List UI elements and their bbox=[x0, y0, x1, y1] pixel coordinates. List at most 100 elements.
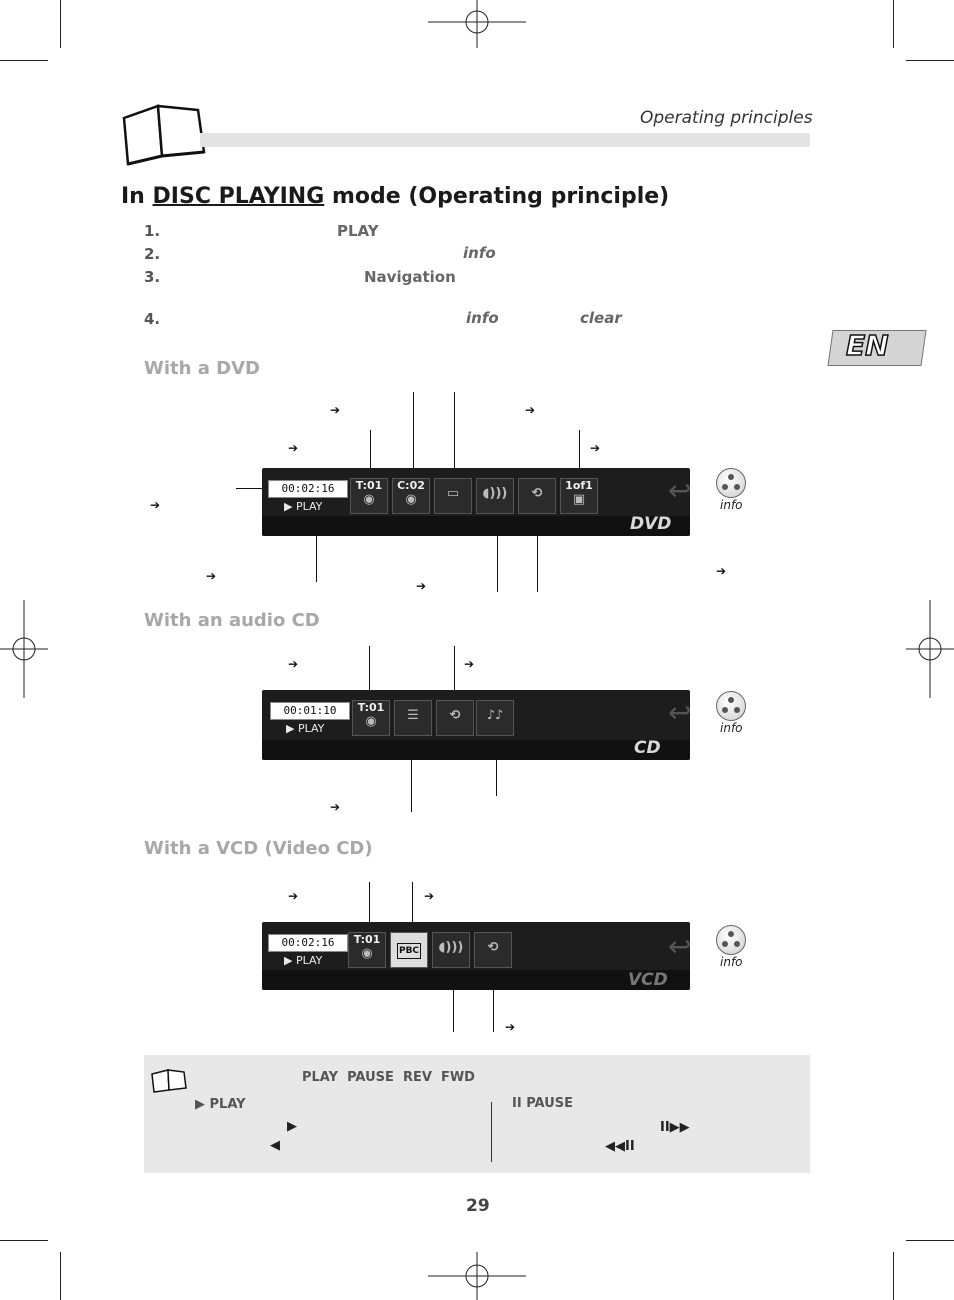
osd-strip bbox=[262, 970, 690, 990]
crop-mark bbox=[0, 60, 48, 61]
callout-line bbox=[496, 736, 497, 796]
callout-line bbox=[497, 514, 498, 592]
step-reverse-glyph: ◀◀II bbox=[605, 1139, 635, 1154]
info-button-icon[interactable] bbox=[716, 925, 746, 955]
section-cd-title: With an audio CD bbox=[144, 610, 320, 631]
step-1-number: 1. bbox=[144, 222, 161, 240]
callout-line bbox=[369, 646, 370, 692]
arrow-right-icon: ➔ bbox=[288, 889, 299, 903]
curved-arrow-icon: ↩ bbox=[668, 930, 692, 963]
section-vcd-title: With a VCD (Video CD) bbox=[144, 838, 373, 859]
cd-osd-panel: 00:01:10 ▶ PLAY T:01◉ ☰ ⟲ ♪♪ CD bbox=[262, 690, 690, 760]
step-4-keyword: info bbox=[466, 309, 499, 327]
music-icon[interactable]: ♪♪ bbox=[476, 700, 514, 736]
step-2-number: 2. bbox=[144, 245, 161, 263]
play-status: ▶ PLAY bbox=[286, 722, 325, 735]
registration-mark-right bbox=[906, 600, 954, 698]
callout-line bbox=[454, 646, 455, 692]
angle-icon[interactable]: 1of1▣ bbox=[560, 478, 598, 514]
rev-glyph: ◀ bbox=[270, 1138, 280, 1153]
callout-line bbox=[370, 430, 371, 470]
section-header: Operating principles bbox=[640, 108, 813, 128]
vcd-osd-panel: 00:02:16 ▶ PLAY T:01◉ PBC ◖))) ⟲ VCD bbox=[262, 922, 690, 990]
dvd-logo: DVD bbox=[630, 514, 672, 534]
step-1-keyword: PLAY bbox=[337, 222, 379, 240]
info-label: info bbox=[720, 721, 743, 735]
crop-mark bbox=[906, 1240, 954, 1241]
info-label: info bbox=[720, 955, 743, 969]
crop-mark bbox=[893, 0, 894, 48]
play-status: ▶ PLAY bbox=[284, 954, 323, 967]
crop-mark bbox=[893, 1252, 894, 1300]
callout-line bbox=[412, 882, 413, 924]
language-tab-label: EN bbox=[845, 328, 889, 363]
step-forward-glyph: II▶▶ bbox=[660, 1120, 690, 1135]
step-3-number: 3. bbox=[144, 268, 161, 286]
step-4-number: 4. bbox=[144, 310, 161, 328]
arrow-right-icon: ➔ bbox=[330, 800, 341, 814]
step-4-keyword-2: clear bbox=[580, 309, 622, 327]
crop-mark bbox=[60, 1252, 61, 1300]
info-label: info bbox=[720, 498, 743, 512]
crop-mark bbox=[0, 1240, 48, 1241]
arrow-right-icon: ➔ bbox=[464, 657, 475, 671]
repeat-icon[interactable]: ⟲ bbox=[518, 478, 556, 514]
step-2-keyword: info bbox=[463, 244, 496, 262]
info-button-icon[interactable] bbox=[716, 468, 746, 498]
crop-mark bbox=[60, 0, 61, 48]
note-play: ▶ PLAY bbox=[195, 1097, 246, 1112]
note-pause: II PAUSE bbox=[512, 1096, 573, 1111]
repeat-icon[interactable]: ⟲ bbox=[474, 932, 512, 968]
time-display: 00:02:16 bbox=[268, 934, 348, 952]
registration-mark-bottom bbox=[428, 1252, 526, 1300]
cd-logo: CD bbox=[634, 738, 661, 758]
program-icon[interactable]: ☰ bbox=[394, 700, 432, 736]
header-bar bbox=[200, 133, 810, 147]
callout-line bbox=[369, 882, 370, 924]
vcd-logo: VCD bbox=[628, 970, 668, 990]
osd-strip bbox=[262, 516, 690, 536]
arrow-right-icon: ➔ bbox=[330, 403, 341, 417]
chapter-icon[interactable]: C:02◉ bbox=[392, 478, 430, 514]
callout-line bbox=[236, 488, 262, 489]
book-icon bbox=[122, 104, 206, 166]
callout-line bbox=[579, 430, 580, 470]
time-display: 00:02:16 bbox=[268, 480, 348, 498]
time-display: 00:01:10 bbox=[270, 702, 350, 720]
info-button-icon[interactable] bbox=[716, 691, 746, 721]
pbc-icon[interactable]: PBC bbox=[390, 932, 428, 968]
arrow-right-icon: ➔ bbox=[505, 1020, 516, 1034]
callout-line bbox=[537, 514, 538, 592]
note-keywords: PLAY PAUSE REV FWD bbox=[302, 1070, 475, 1085]
crop-mark bbox=[906, 60, 954, 61]
audio-icon[interactable]: ◖))) bbox=[432, 932, 470, 968]
callout-line bbox=[316, 536, 317, 582]
play-status: ▶ PLAY bbox=[284, 500, 323, 513]
track-icon[interactable]: T:01◉ bbox=[352, 700, 390, 736]
dvd-osd-panel: 00:02:16 ▶ PLAY T:01◉ C:02◉ ▭ ◖))) ⟲ 1of… bbox=[262, 468, 690, 536]
registration-mark-left bbox=[0, 600, 48, 698]
track-icon[interactable]: T:01◉ bbox=[348, 932, 386, 968]
arrow-right-icon: ➔ bbox=[416, 579, 427, 593]
arrow-right-icon: ➔ bbox=[424, 889, 435, 903]
callout-line bbox=[413, 392, 414, 470]
callout-line bbox=[411, 736, 412, 812]
callout-line bbox=[493, 968, 494, 1032]
step-3-keyword: Navigation bbox=[364, 268, 456, 286]
registration-mark-top bbox=[428, 0, 526, 48]
arrow-right-icon: ➔ bbox=[288, 657, 299, 671]
title-icon[interactable]: T:01◉ bbox=[350, 478, 388, 514]
note-box bbox=[144, 1055, 810, 1173]
page-number: 29 bbox=[466, 1196, 490, 1216]
play-glyph: ▶ bbox=[287, 1119, 297, 1134]
note-divider bbox=[491, 1102, 492, 1162]
arrow-right-icon: ➔ bbox=[206, 569, 217, 583]
arrow-right-icon: ➔ bbox=[150, 498, 161, 512]
curved-arrow-icon: ↩ bbox=[668, 474, 692, 507]
book-icon bbox=[151, 1069, 187, 1093]
section-dvd-title: With a DVD bbox=[144, 358, 260, 379]
subtitle-icon[interactable]: ▭ bbox=[434, 478, 472, 514]
page-title: In DISC PLAYING mode (Operating principl… bbox=[121, 184, 670, 209]
audio-icon[interactable]: ◖))) bbox=[476, 478, 514, 514]
repeat-icon[interactable]: ⟲ bbox=[436, 700, 474, 736]
